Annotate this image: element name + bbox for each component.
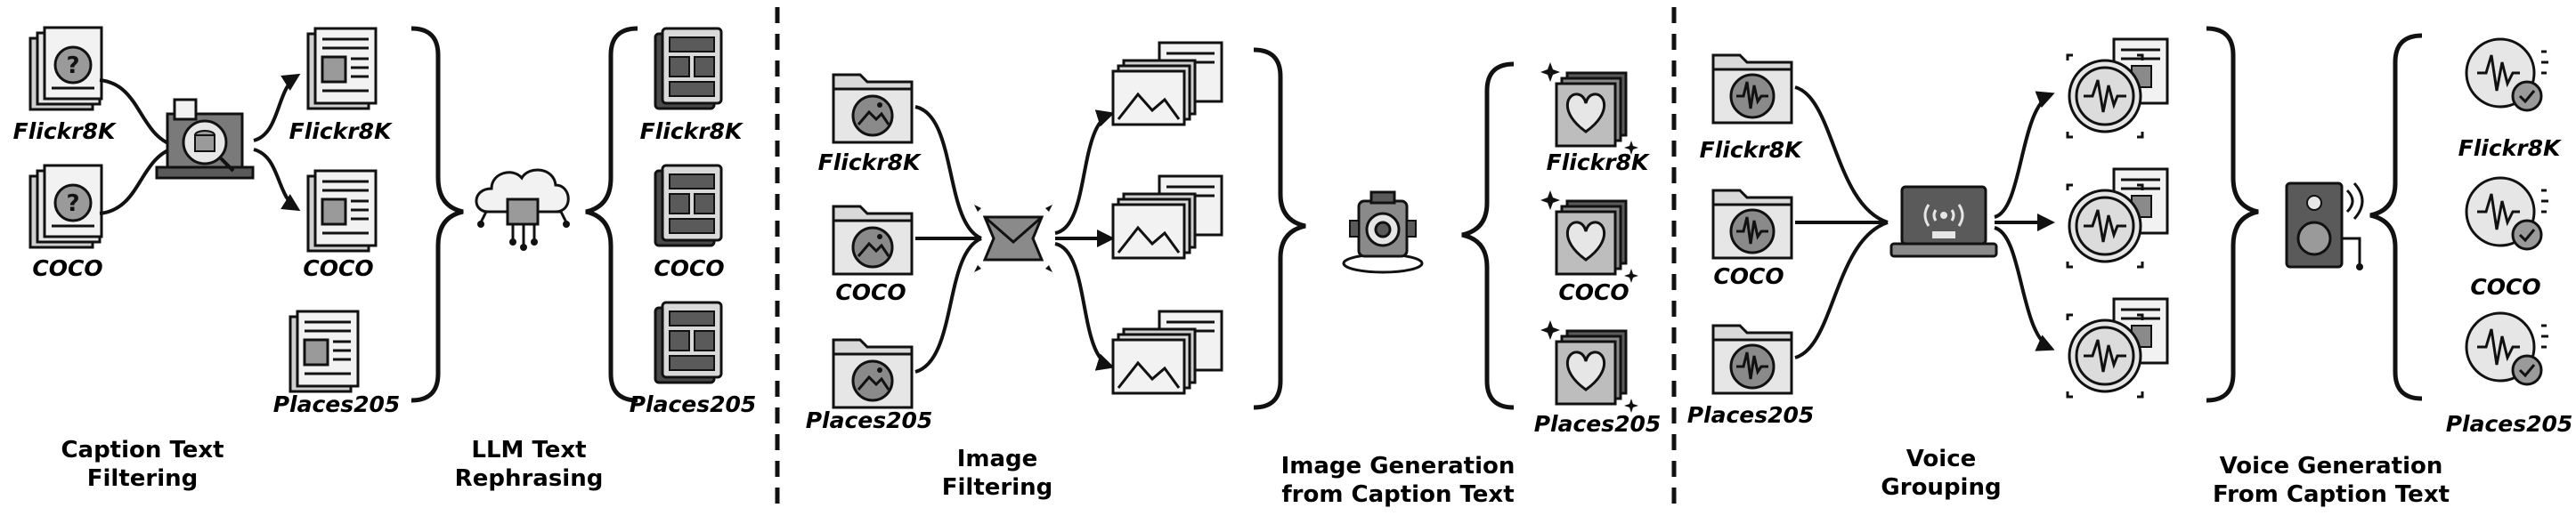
left-curly-brace [2369,33,2423,401]
dataset-label-places: Places205 [1686,402,1815,428]
newspaper-document-icon [654,27,723,110]
dataset-label-coco: COCO [32,255,103,281]
dataset-label-places: Places205 [272,391,401,417]
verified-audio-icon [2465,37,2550,112]
dataset-label-flickr: Flickr8K [639,118,743,144]
dataset-label-places: Places205 [1533,411,1662,437]
newspaper-document-icon [654,301,723,384]
camera-icon [1342,190,1424,274]
arrow [1994,226,2055,351]
right-curly-brace [2206,26,2259,403]
image-folder-icon [832,205,914,276]
right-curly-brace [1253,47,1306,410]
connector-line [99,145,179,215]
verified-audio-icon [2465,311,2550,386]
arrow [253,73,301,142]
dataset-label-coco: COCO [835,279,906,305]
stage-caption-image-filtering: Image Filtering [941,446,1053,501]
audio-folder-icon [1711,189,1793,260]
signal-laptop-icon [1889,185,1998,258]
connector-line [914,105,982,240]
dataset-label-coco: COCO [303,255,374,281]
image-stack-icon [1111,41,1223,126]
connector-line [1794,221,1889,359]
dataset-label-coco: COCO [2470,274,2541,300]
verified-audio-icon [2465,176,2550,251]
dataset-label-coco: COCO [1713,263,1784,289]
image-folder-icon [832,338,914,409]
arrow [1054,242,1115,371]
voice-document-icon [2066,297,2169,399]
dataset-label-coco: COCO [1558,279,1629,305]
right-curly-brace [410,26,464,403]
left-curly-brace [1461,61,1515,410]
voice-document-icon [2066,37,2169,139]
section-text-pipeline [28,26,723,403]
dataset-label-places: Places205 [805,407,933,433]
stage-caption-image-generation: Image Generation from Caption Text [1280,453,1516,508]
heart-image-stack-icon [1539,318,1640,415]
question-document-icon [28,26,103,111]
dataset-label-places: Places205 [2445,411,2573,437]
dataset-label-places: Places205 [629,391,757,417]
dataset-label-coco: COCO [654,255,725,281]
audio-folder-icon [1711,324,1793,395]
question-document-icon [28,164,103,249]
section-voice-pipeline [1711,26,2550,403]
stage-caption-voice-grouping: Voice Grouping [1881,446,2002,501]
connector-line [1794,85,1889,224]
dataset-label-flickr: Flickr8K [1546,149,1649,175]
filter-envelope-icon [974,205,1052,272]
image-folder-icon [832,73,914,144]
image-stack-icon [1111,174,1223,260]
speaker-icon [2285,181,2364,270]
stage-caption-caption-filtering: Caption Text Filtering [61,437,224,492]
stage-caption-voice-generation: Voice Generation From Caption Text [2212,453,2450,508]
newspaper-document-icon [288,310,360,393]
audio-folder-icon [1711,53,1793,125]
dataset-label-flickr: Flickr8K [1699,137,1802,163]
voice-document-icon [2066,167,2169,269]
connector-line [99,78,179,149]
arrow [1054,109,1115,235]
database-inspection-laptop-icon [155,98,255,180]
newspaper-document-icon [654,164,723,247]
newspaper-document-icon [306,169,378,253]
arrow [1994,91,2055,219]
section-image-pipeline [832,41,1640,415]
cloud-chip-icon [475,168,570,251]
connector-line [914,237,982,374]
dataset-label-flickr: Flickr8K [12,118,116,144]
dataset-label-flickr: Flickr8K [288,118,392,144]
heart-image-stack-icon [1539,60,1640,157]
heart-image-stack-icon [1539,189,1640,285]
stage-caption-llm-rephrasing: LLM Text Rephrasing [454,437,604,492]
dataset-label-flickr: Flickr8K [2458,135,2561,161]
dataset-label-flickr: Flickr8K [817,149,921,175]
newspaper-document-icon [306,27,378,110]
arrow [253,148,301,212]
image-stack-icon [1111,310,1223,395]
left-curly-brace [585,26,638,403]
